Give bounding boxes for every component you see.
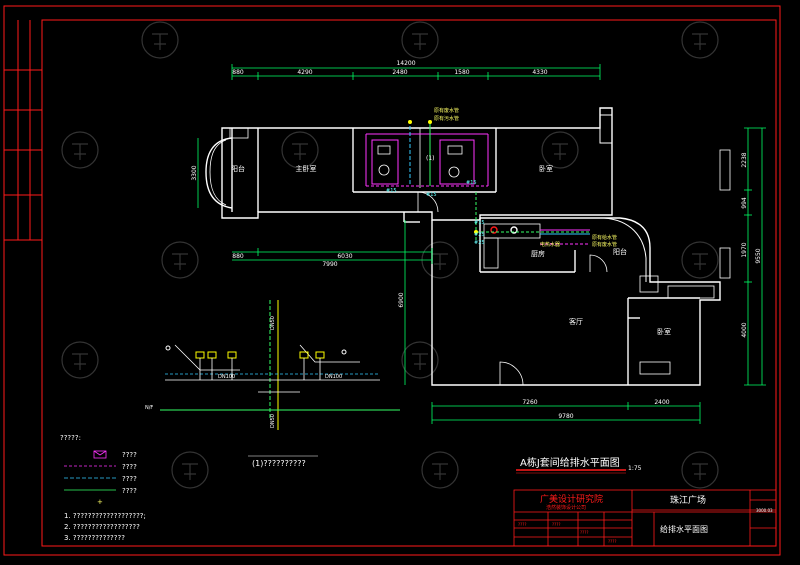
drawing-scale: 1:75 (628, 465, 642, 472)
dim-left-seg: 880 (232, 253, 244, 260)
drawing-title-group: A栋J套间给排水平面图 1:75 (516, 456, 642, 474)
watermark-logo (161, 241, 199, 279)
label-sewage-pipe: 原有污水管 (434, 115, 459, 122)
legend-item: ???? (122, 451, 137, 459)
fixture-labels: 原有废水管 原有污水管 原有给水管 原有废水管 电热水器 (1) #15 #15… (386, 107, 617, 248)
project-name: 珠江广场 (670, 494, 706, 506)
legend-symbol: + (97, 498, 103, 506)
title-block-cell: ???? (518, 522, 527, 527)
legend-note: 3. ?????????????? (64, 534, 125, 542)
watermark-logo (681, 241, 719, 279)
drawing-title: A栋J套间给排水平面图 (520, 456, 620, 469)
room-bedroom-small: 卧室 (657, 327, 671, 336)
riser-diagram (160, 300, 400, 457)
label-bath-tag: (1) (426, 155, 435, 162)
label-waste-pipe: 原有废水管 (434, 107, 459, 114)
pipe-tag: #15 (426, 192, 437, 198)
watermark-layer (61, 21, 719, 489)
drawing-frame (3, 5, 781, 556)
riser-floor-label: N/F (145, 405, 153, 411)
dim-left-total: 7990 (322, 261, 337, 268)
dim-left-height: 3300 (191, 165, 198, 180)
legend: ?????: + ???? ???? ???? ???? 1. ????????… (60, 434, 146, 542)
riser-labels: N/F DN100 DN100 DN50 DN50 (1)?????????? (145, 316, 342, 468)
wall-outline-lower (431, 217, 721, 386)
institute-subtitle: 浩然装饰设计公司 (546, 504, 586, 511)
institute-name: 广美设计研究院 (540, 493, 603, 505)
legend-item: ???? (122, 463, 137, 471)
riser-pipe-label: DN100 (218, 374, 235, 380)
dim-bottom-seg: 7260 (522, 399, 537, 406)
title-block-cell: ???? (580, 530, 589, 535)
dim-bottom-total: 9780 (558, 413, 573, 420)
room-bedroom-top: 卧室 (539, 164, 553, 173)
riser-caption: (1)?????????? (252, 459, 306, 468)
riser-pipe-label: DN50 (270, 414, 276, 428)
legend-note: 2. ?????????????????? (64, 523, 140, 531)
drawing-name: 给排水平面图 (660, 524, 708, 534)
label-waste-pipe-2: 原有废水管 (592, 241, 617, 248)
room-kitchen: 厨房 (531, 249, 545, 258)
watermark-logo (401, 21, 439, 59)
legend-note: 1. ???????????????????; (64, 512, 146, 520)
dim-right-seg: 1970 (741, 242, 748, 257)
wall-outline-upper (221, 107, 613, 221)
floor-plan (205, 107, 731, 386)
legend-item: ???? (122, 487, 137, 495)
watermark-logo (281, 131, 319, 169)
watermark-logo (141, 21, 179, 59)
pipe-tag: #25 (474, 240, 485, 246)
watermark-logo (681, 21, 719, 59)
riser-pipe-label: DN100 (325, 374, 342, 380)
title-block-cell: ???? (608, 539, 617, 544)
title-block-text: 广美设计研究院 浩然装饰设计公司 珠江广场 给排水平面图 3000.03 ???… (518, 493, 773, 544)
dim-top-seg: 1580 (454, 69, 469, 76)
sheet-number: 3000.03 (756, 508, 773, 513)
dim-right-seg: 4000 (741, 322, 748, 337)
label-water-supply: 原有给水管 (592, 234, 617, 241)
pipe-tag: #15 (466, 180, 477, 186)
watermark-logo (61, 341, 99, 379)
room-labels: 阳台 主卧室 卧室 厨房 阳台 客厅 卧室 (231, 164, 671, 336)
dimension-lines (197, 64, 766, 424)
legend-title: ?????: (60, 434, 81, 442)
legend-item: ???? (122, 475, 137, 483)
dim-left-seg: 6030 (337, 253, 352, 260)
riser-pipe-label: DN50 (270, 316, 276, 330)
pipe-routes (365, 120, 590, 245)
dim-right-seg: 2238 (741, 152, 748, 167)
dim-bottom-seg: 2400 (654, 399, 669, 406)
dim-top-seg: 4330 (532, 69, 547, 76)
watermark-logo (401, 341, 439, 379)
pipe-tag: #15 (386, 188, 397, 194)
watermark-logo (541, 131, 579, 169)
dimension-labels: 14200 880 4290 2480 1580 4330 880 6030 7… (191, 60, 762, 420)
room-balcony-right: 阳台 (613, 247, 627, 256)
pipe-tag: #25 (474, 232, 485, 238)
title-block-cell: ???? (552, 522, 561, 527)
dim-right-seg: 994 (741, 197, 748, 209)
dim-top-seg: 2480 (392, 69, 407, 76)
watermark-logo (421, 451, 459, 489)
pipe-tag: #15 (474, 220, 485, 226)
room-living: 客厅 (569, 317, 583, 326)
label-water-heater: 电热水器 (540, 241, 560, 248)
dim-right-total: 9550 (755, 248, 762, 263)
room-balcony-left: 阳台 (231, 164, 245, 173)
dim-top-seg: 880 (232, 69, 244, 76)
dim-top-seg: 4290 (297, 69, 312, 76)
watermark-logo (61, 131, 99, 169)
watermark-logo (171, 451, 209, 489)
dim-top-total: 14200 (396, 60, 415, 67)
watermark-logo (681, 451, 719, 489)
wall-balcony-left (205, 137, 233, 209)
dim-living-height: 6900 (398, 292, 405, 307)
room-master-bedroom: 主卧室 (296, 164, 317, 173)
title-block (513, 489, 777, 547)
